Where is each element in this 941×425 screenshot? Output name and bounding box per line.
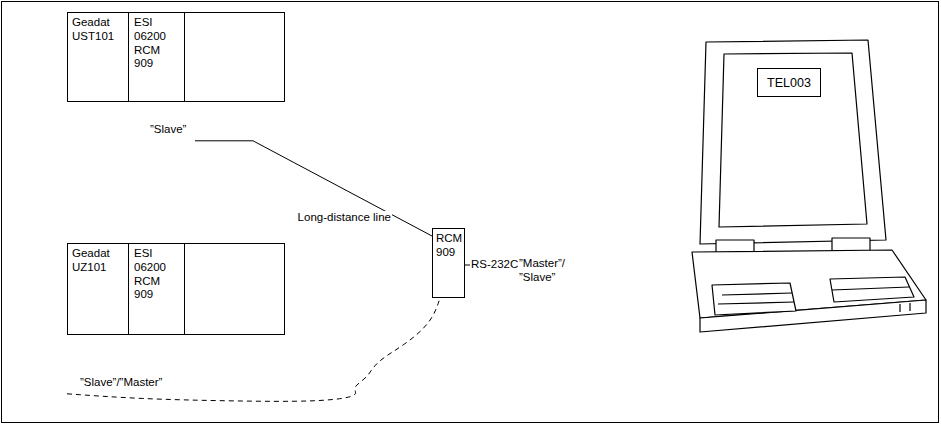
- module-label: ESI 06200 RCM 909: [129, 243, 166, 302]
- keyboard-row: [832, 287, 909, 290]
- laptop-screen: [719, 53, 867, 227]
- module-cell: Geadat UZ101: [67, 243, 129, 335]
- laptop-figure: [692, 40, 926, 332]
- module-cell: ESI 06200 RCM 909: [129, 12, 185, 102]
- line-label: Long-distance line: [297, 211, 392, 225]
- laptop-keyboard: [830, 277, 914, 302]
- module-label: Geadat UZ101: [67, 243, 110, 275]
- module-cell: Geadat UST101: [67, 12, 129, 102]
- screen-text: TEL003: [758, 69, 820, 91]
- laptop-keyboard: [712, 283, 796, 315]
- equipment-unit: ”Slave”/”Master” Geadat UZ101 ESI 06200 RC…: [67, 243, 285, 394]
- module-label: Geadat UST101: [67, 12, 114, 44]
- module-label: ESI 06200 RCM 909: [129, 12, 166, 71]
- screen-display: TEL003: [757, 68, 821, 97]
- interface-label: RS-232C: [470, 258, 519, 272]
- long-distance-line: [195, 141, 432, 236]
- unit-role-label: ”Slave”/”Master”: [80, 376, 162, 390]
- keyboard-row: [722, 293, 792, 295]
- laptop-port: [899, 304, 900, 312]
- laptop-lid: [700, 40, 886, 244]
- laptop-port: [909, 303, 910, 311]
- role-label: ”Master”/ ”Slave”: [518, 257, 574, 285]
- modem-box: RCM 909: [432, 228, 465, 298]
- unit-role-label: ”Slave”: [150, 123, 186, 137]
- equipment-unit: ”Slave” Geadat UST101 ESI 06200 RCM 909: [67, 12, 285, 141]
- modem-label: RCM 909: [433, 229, 462, 260]
- module-cell: ESI 06200 RCM 909: [129, 243, 185, 335]
- optional-line: [67, 298, 440, 401]
- keyboard-row: [718, 302, 794, 304]
